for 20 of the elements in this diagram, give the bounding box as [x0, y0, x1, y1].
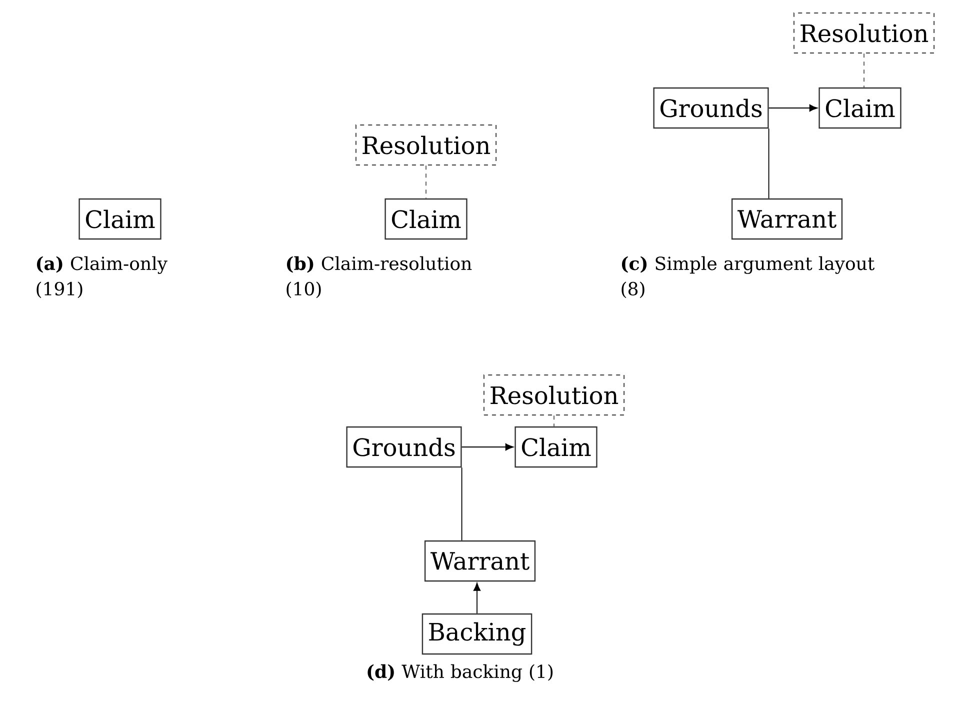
- subfigure-caption: (a) Claim-only (191): [36, 256, 168, 298]
- text-box: Claim: [78, 198, 162, 240]
- dashed-box: Resolution: [355, 124, 497, 166]
- dashed-box: Resolution: [483, 374, 625, 416]
- text-box: Grounds: [346, 426, 462, 468]
- text-box: Grounds: [653, 87, 769, 129]
- connector: [461, 467, 462, 541]
- arrow: [768, 104, 818, 112]
- arrow: [473, 582, 481, 614]
- text-box: Claim: [384, 198, 468, 240]
- subfigure-caption: (c) Simple argument layout (8): [622, 256, 874, 298]
- text-box: Warrant: [424, 540, 536, 582]
- text-box: Backing: [422, 613, 532, 655]
- text-box: Claim: [514, 426, 598, 468]
- text-box: Claim: [818, 87, 902, 129]
- connector: [768, 128, 770, 199]
- dashed-box: Resolution: [793, 12, 935, 54]
- text-box: Warrant: [731, 198, 843, 240]
- subfigure-caption: (b) Claim-resolution (10): [286, 256, 472, 298]
- arrow: [461, 443, 514, 451]
